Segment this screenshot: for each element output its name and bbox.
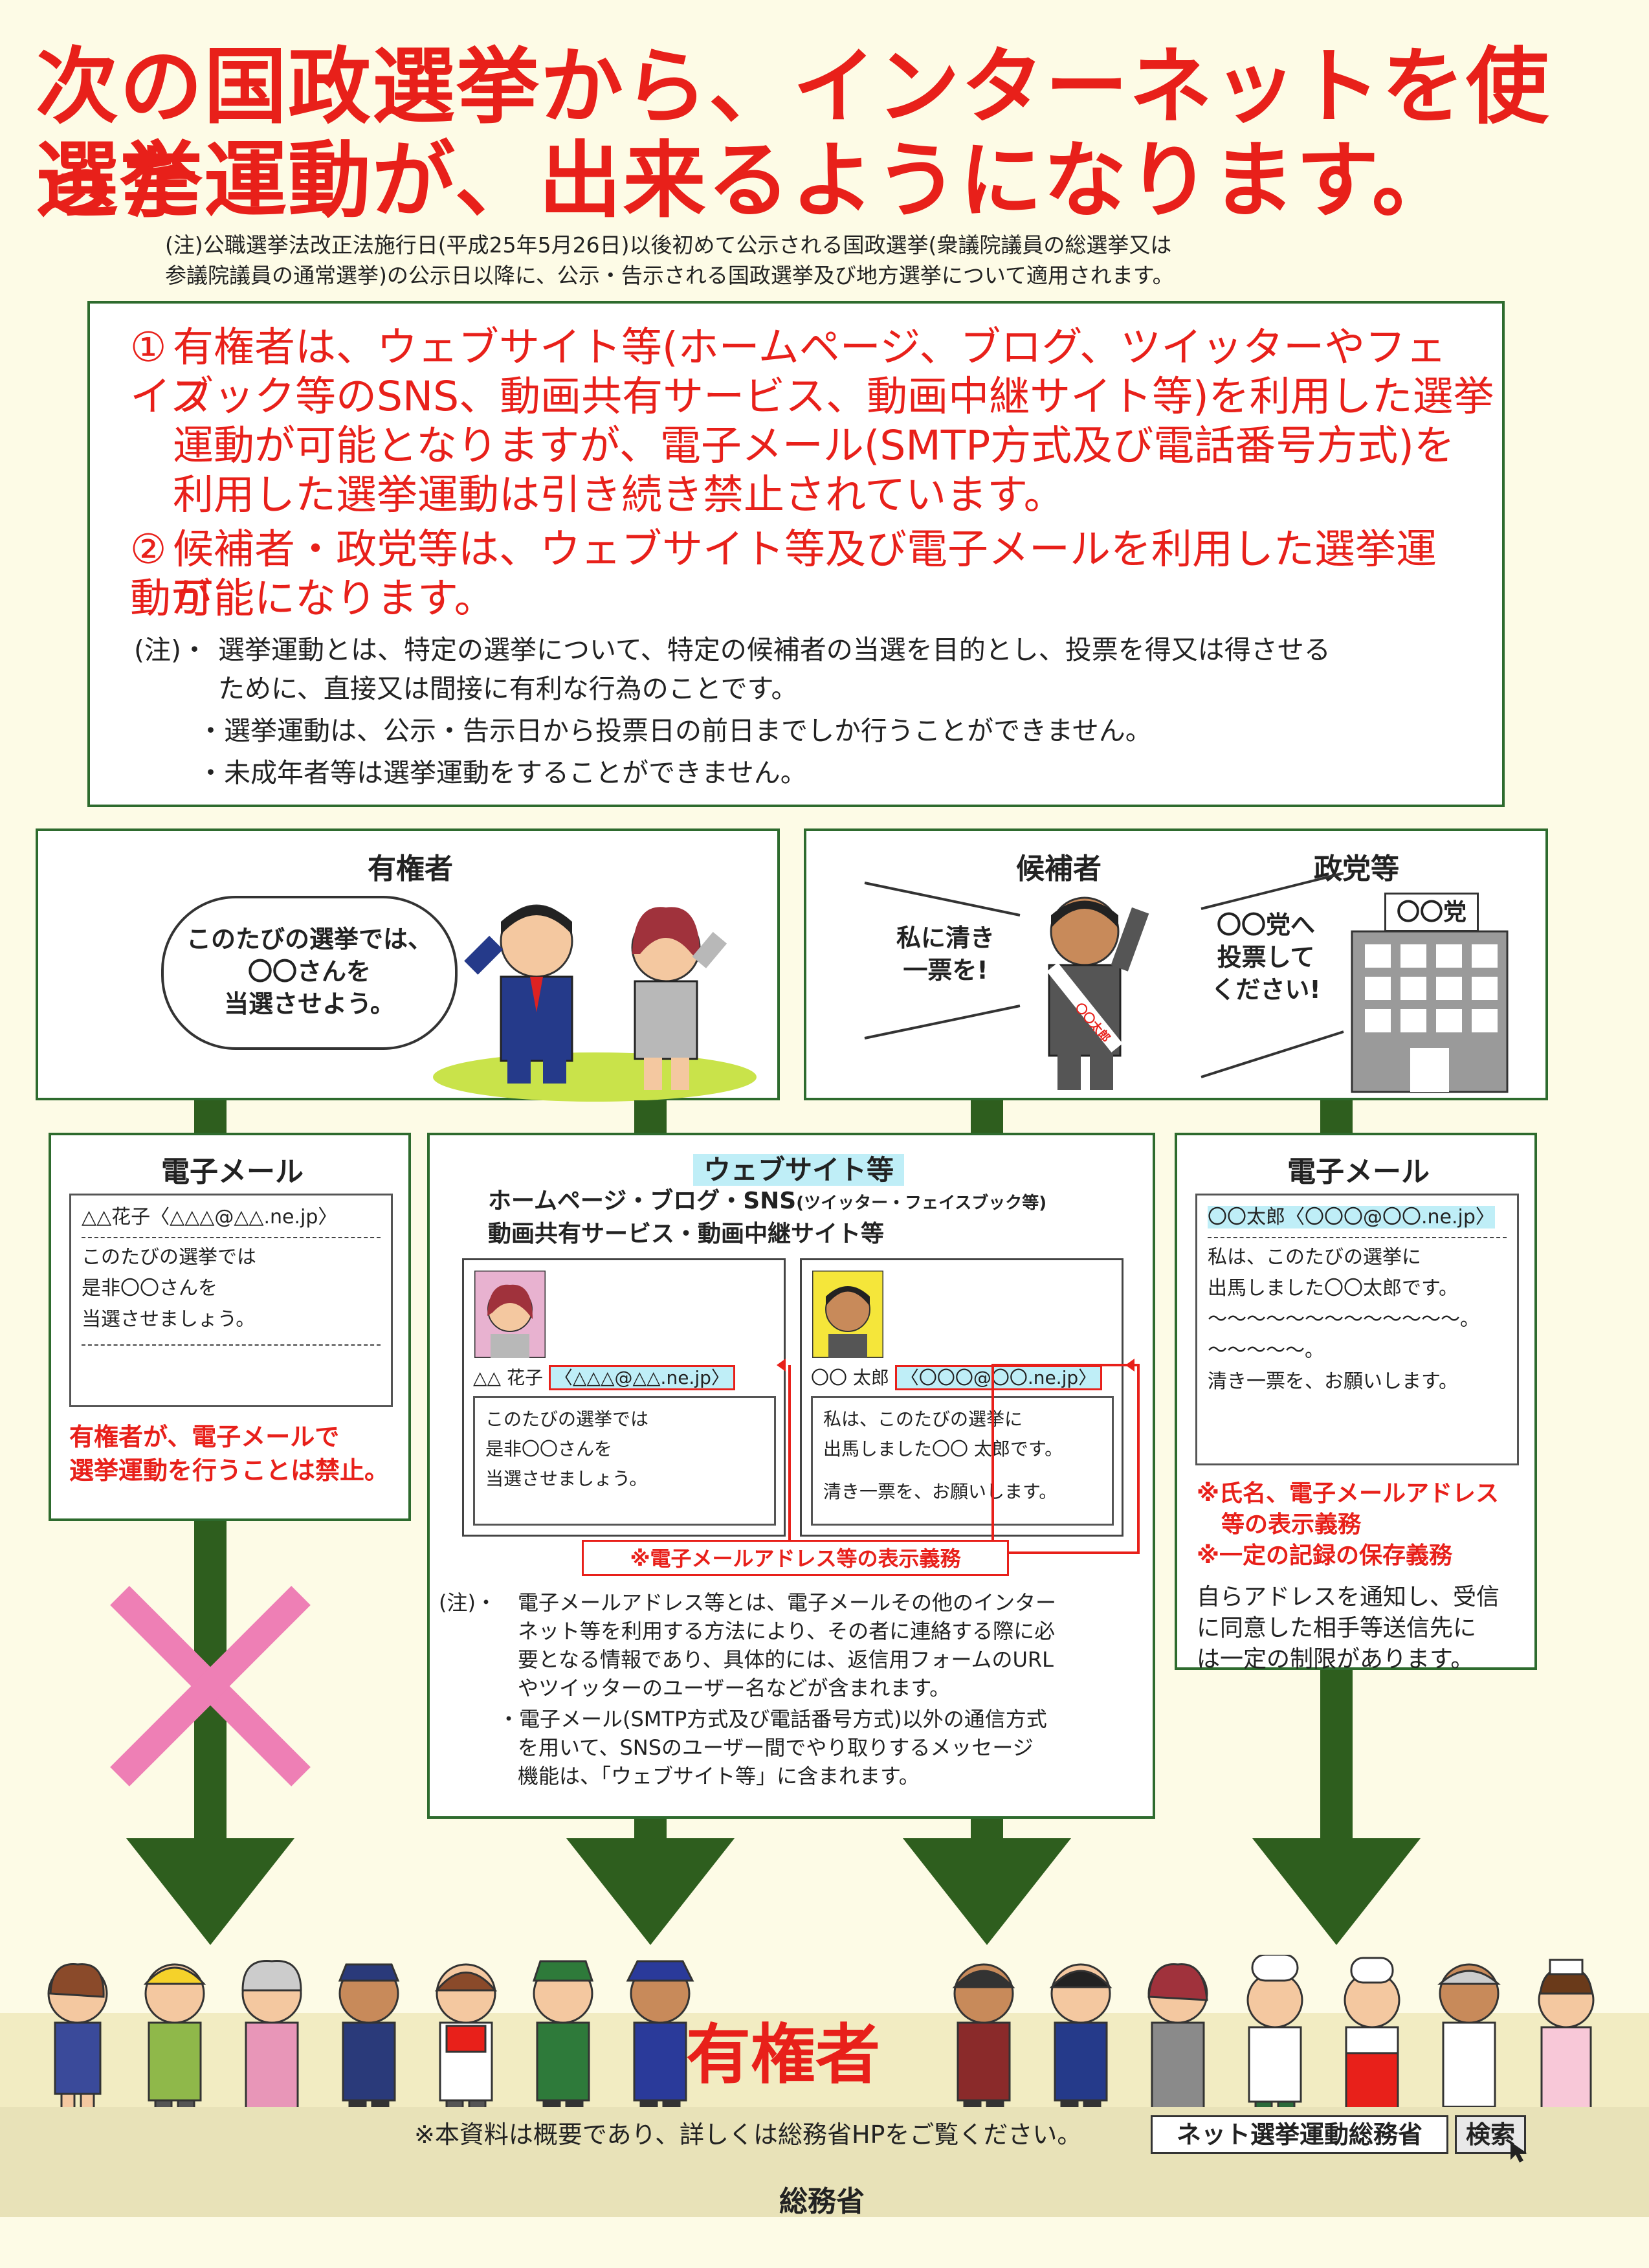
- headline-line2: 選挙運動が、出来るようになります。: [36, 133, 1456, 229]
- website-subtitle: ホームページ・ブログ・SNS(ツイッター・フェイスブック等) 動画共有サービス・…: [488, 1188, 1047, 1247]
- email-left-warning: 有権者が、電子メールで 選挙運動を行うことは禁止。: [69, 1423, 390, 1485]
- search-button[interactable]: 検索: [1455, 2115, 1526, 2154]
- voter-panel: 有権者 このたびの選挙では、 〇〇さんを 当選させよう。: [36, 828, 780, 1102]
- email-right-panel: 電子メール 〇〇太郎〈〇〇〇@〇〇.ne.jp〉 私は、このたびの選挙に 出馬し…: [1175, 1133, 1537, 1673]
- candidate-party-panel: 候補者 政党等 私に清き 一票を! 〇〇太郎 〇〇党へ 投票して ください! 〇…: [804, 828, 1548, 1100]
- email-right-mock: 〇〇太郎〈〇〇〇@〇〇.ne.jp〉 私は、このたびの選挙に 出馬しました〇〇太…: [1195, 1194, 1519, 1465]
- candidate-illustration: 〇〇太郎: [1046, 896, 1149, 1090]
- website-panel: ウェブサイト等 ホームページ・ブログ・SNS(ツイッター・フェイスブック等) 動…: [427, 1133, 1155, 1819]
- voter-avatar: [474, 1271, 546, 1358]
- voter-post-body: このたびの選挙では 是非〇〇さんを 当選させましょう。: [473, 1396, 776, 1526]
- voter-speech-bubble: このたびの選挙では、 〇〇さんを 当選させよう。: [161, 896, 458, 1050]
- prohibited-x-icon: [110, 1586, 311, 1786]
- email-left-panel: 電子メール △△花子〈△△△@△△.ne.jp〉 このたびの選挙では 是非〇〇さ…: [49, 1133, 411, 1521]
- connector-stem: [194, 1100, 227, 1133]
- party-building: 〇〇党: [1349, 893, 1511, 1093]
- candidate-speech-lines: [864, 882, 1021, 1040]
- voter-address: 〈△△△@△△.ne.jp〉: [548, 1365, 735, 1390]
- email-left-mock: △△花子〈△△△@△△.ne.jp〉 このたびの選挙では 是非〇〇さんを 当選さ…: [69, 1194, 393, 1407]
- web-card-candidate: 〇〇 太郎 〈〇〇〇@〇〇.ne.jp〉 私は、このたびの選挙に 出馬しました〇…: [800, 1258, 1123, 1537]
- top-note: (注)公職選挙法改正法施行日(平成25年5月26日)以後初めて公示される国政選挙…: [165, 232, 1174, 288]
- ministry-name: 総務省: [779, 2185, 865, 2218]
- email-right-limit: 自らアドレスを通知し、受信 に同意した相手等送信先に は一定の制限があります。: [1197, 1584, 1500, 1673]
- candidate-address: 〈〇〇〇@〇〇.ne.jp〉: [894, 1365, 1103, 1390]
- cursor-icon: [1511, 2142, 1527, 2162]
- headline-line1: 次の国政選挙から、インターネットを使った: [36, 39, 1551, 232]
- connector-stem: [634, 1100, 667, 1133]
- down-arrow-icon: [1252, 1838, 1421, 1945]
- website-title: ウェブサイト等: [692, 1154, 904, 1186]
- party-speech-lines: [1201, 872, 1344, 1078]
- web-card-voter: △△ 花子 〈△△△@△△.ne.jp〉 このたびの選挙では 是非〇〇さんを 当…: [462, 1258, 786, 1537]
- voters-label: 有権者: [686, 2017, 880, 2093]
- candidate-post-body: 私は、このたびの選挙に 出馬しました〇〇 太郎です。 清き一票を、お願いします。: [811, 1396, 1114, 1526]
- candidate-avatar: [812, 1271, 883, 1358]
- connector-stem: [1320, 1670, 1353, 1851]
- candidate-speech: 私に清き 一票を!: [896, 924, 995, 984]
- search-input[interactable]: ネット選挙運動総務省: [1151, 2115, 1448, 2154]
- connector-stem: [971, 1100, 1003, 1133]
- footer-note: ※本資料は概要であり、詳しくは総務省HPをご覧ください。: [414, 2120, 1082, 2149]
- building-icon: [1351, 930, 1509, 1093]
- email-right-duties: ※氏名、電子メールアドレス 等の表示義務 ※一定の記録の保存義務: [1197, 1480, 1499, 1569]
- address-obligation-label: ※電子メールアドレス等の表示義務: [582, 1540, 1009, 1576]
- down-arrow-icon: [126, 1838, 294, 1945]
- down-arrow-icon: [903, 1838, 1071, 1945]
- obligation-bracket: [777, 1359, 1140, 1554]
- down-arrow-icon: [566, 1838, 735, 1945]
- connector-stem: [1320, 1100, 1353, 1133]
- party-speech: 〇〇党へ 投票して ください!: [1211, 911, 1321, 1004]
- party-sign: 〇〇党: [1384, 893, 1479, 932]
- voter-figures-illustration: [433, 904, 757, 1102]
- down-arrows: [126, 1838, 1421, 1945]
